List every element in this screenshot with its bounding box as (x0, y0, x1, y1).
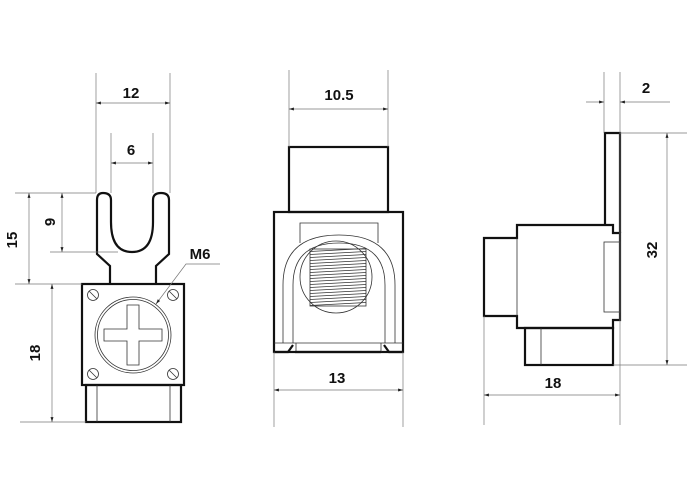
terminal-base (84, 383, 183, 424)
mounting-holes (87, 289, 179, 380)
middle-view: 10.5 13 (272, 70, 405, 427)
side-base (523, 326, 615, 367)
thread-line (309, 299, 367, 303)
dim-body-width: 13 (329, 370, 346, 387)
phillips-cross-icon (103, 304, 163, 366)
thread-line (309, 278, 367, 282)
thread-line (309, 257, 367, 261)
thread-line (309, 290, 367, 294)
thread-line (309, 281, 367, 285)
front-view: 12 6 15 9 18 M6 (4, 73, 220, 424)
dim-width-outer: 12 (123, 85, 140, 102)
thread-label: M6 (190, 246, 211, 263)
blade (603, 131, 622, 233)
thread-line (309, 272, 367, 276)
fork-terminal (95, 191, 171, 284)
thread-line (309, 263, 367, 267)
thread-line (309, 266, 367, 270)
thread-line (309, 296, 367, 300)
dim-total-height: 32 (644, 242, 661, 259)
thread-line (309, 287, 367, 291)
thread-line (309, 254, 367, 258)
thread-line (309, 275, 367, 279)
dim-fork-height: 15 (4, 232, 21, 249)
dim-depth: 18 (545, 375, 562, 392)
side-view: 2 32 18 (482, 72, 687, 425)
top-block (287, 145, 390, 214)
dim-body-height: 18 (27, 345, 44, 362)
thread-line (309, 269, 367, 273)
dim-slot-width: 6 (127, 142, 135, 159)
dim-blade-thickness: 2 (642, 80, 650, 97)
screw-hole (299, 240, 373, 314)
thread-line (309, 302, 367, 306)
thread-outline (309, 248, 367, 307)
dim-slot-depth: 9 (42, 218, 59, 226)
thread-line (309, 251, 367, 255)
side-body (482, 223, 622, 330)
thread-line (309, 284, 367, 288)
thread-line (309, 260, 367, 264)
thread-hatch (309, 248, 367, 307)
thread-line (309, 293, 367, 297)
dim-top-width: 10.5 (324, 87, 353, 104)
screw-head-outer (94, 296, 172, 374)
